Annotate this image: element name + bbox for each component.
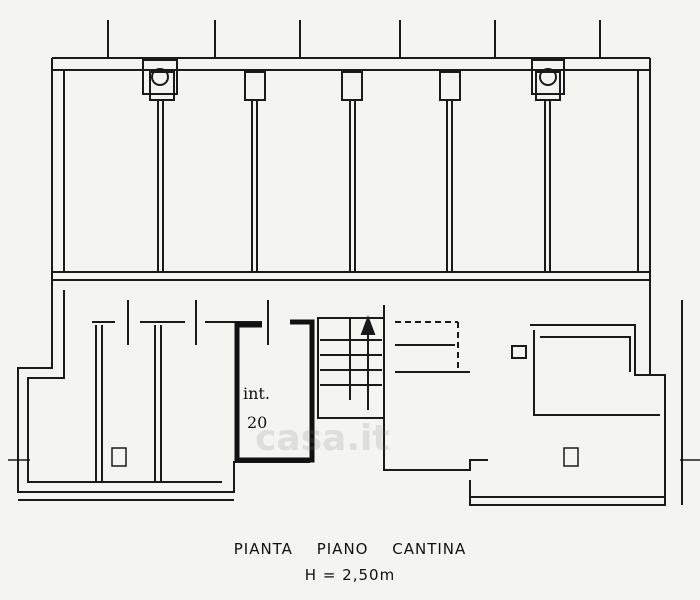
- pillar-3: [341, 71, 363, 101]
- plan-caption-title: PIANTA PIANO CANTINA: [233, 540, 467, 558]
- chimneys: [142, 59, 565, 359]
- pillar-4: [439, 71, 461, 101]
- small-marks: [8, 447, 700, 467]
- unit-label: int.: [243, 384, 270, 403]
- stair-arrow-head: [360, 315, 376, 335]
- chimney-right-icon: [539, 68, 557, 86]
- window-mark: [111, 447, 127, 467]
- unit-20-walls: [234, 319, 315, 463]
- lower-center-block: [383, 305, 488, 471]
- shaft-icon: [511, 345, 527, 359]
- window-mark: [563, 447, 579, 467]
- watermark: casa.it: [255, 418, 390, 459]
- unit-number: 20: [247, 413, 268, 432]
- chimney-right-box: [531, 59, 565, 95]
- lower-left-block-inner: [27, 290, 222, 483]
- lower-right-inner-2: [540, 336, 631, 372]
- pillar-5: [535, 71, 561, 101]
- plan-walls: [17, 20, 683, 506]
- chimney-left-box: [142, 59, 178, 95]
- plan-caption-height: H = 2,50m: [304, 566, 396, 584]
- pillar-2: [244, 71, 266, 101]
- lower-left-block: [17, 280, 310, 493]
- unit-20-outline: [234, 319, 315, 463]
- chimney-left-icon: [151, 68, 169, 86]
- pillar-1: [149, 71, 175, 101]
- lower-right-inner: [533, 330, 660, 416]
- lower-right-block: [469, 324, 666, 506]
